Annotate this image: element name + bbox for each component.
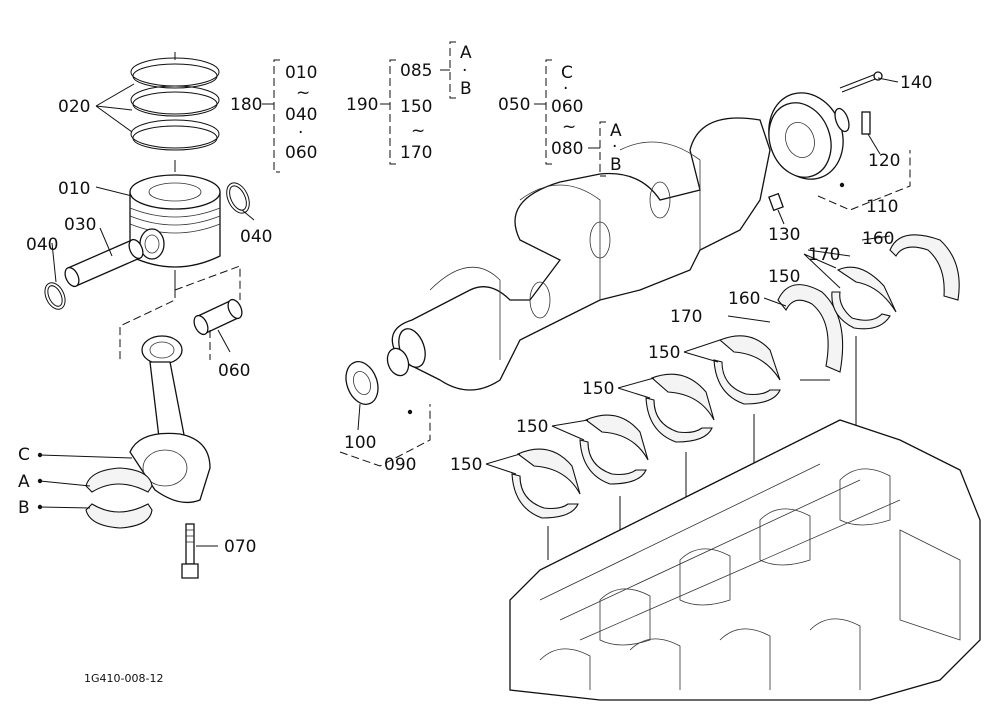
piston-pin	[64, 238, 144, 288]
piston-rings	[130, 52, 220, 172]
leader-lines	[39, 77, 899, 547]
label-main-bearing-3: 150	[582, 379, 614, 399]
label-rod-bolt: 070	[224, 537, 256, 557]
crank-front-gear	[345, 347, 410, 405]
label-bearing-mid: 150	[400, 97, 432, 117]
label-main-bearing-4: 150	[516, 417, 548, 437]
label-ring-size-3: 060	[285, 143, 317, 163]
piston	[129, 174, 221, 290]
piston-circlip-left	[44, 282, 66, 310]
label-pin: 030	[64, 215, 96, 235]
label-crank-080: 080	[551, 139, 583, 159]
label-crank-060: 060	[551, 97, 583, 117]
label-crank-tilde: ~	[562, 117, 576, 137]
label-bearing-tilde: ~	[411, 121, 425, 141]
label-bearing-grade-b: B	[460, 79, 472, 99]
label-main-bearing-5: 150	[450, 455, 482, 475]
label-crank-c: C	[561, 63, 573, 83]
label-key: 130	[768, 225, 800, 245]
kit-brackets	[262, 41, 606, 177]
label-ring-size-2: 040	[285, 105, 317, 125]
timing-gear	[768, 92, 850, 180]
label-bushing: 060	[218, 361, 250, 381]
rod-bolt	[181, 523, 199, 579]
dot-marker	[407, 409, 413, 415]
label-main-bearing-2: 150	[648, 343, 680, 363]
gear-bolt	[839, 71, 883, 93]
label-bearing-grade-a: A	[460, 43, 472, 63]
label-piston: 010	[58, 179, 90, 199]
dot-marker	[839, 182, 845, 188]
gear-group-bracket	[817, 150, 911, 211]
label-thrust-lower: 170	[808, 245, 840, 265]
label-bearing-bot: 170	[400, 143, 432, 163]
alignment-lines	[119, 265, 241, 360]
label-bearing-top: 085	[400, 61, 432, 81]
label-crank-grade-a: A	[610, 121, 622, 141]
label-circlip-right: 040	[240, 227, 272, 247]
main-bearings	[511, 266, 897, 519]
part-labels: 020 010 030 040 040 060 070 C A B 180 01…	[18, 43, 932, 685]
thrust-washers	[777, 234, 960, 373]
label-bearing-set: 190	[346, 95, 378, 115]
label-main-bearing-1: 150	[768, 267, 800, 287]
bearing-alignment-lines	[547, 336, 857, 560]
label-crank-set: 050	[498, 95, 530, 115]
rod-bearing-halves	[85, 467, 153, 529]
connecting-rod	[129, 335, 211, 504]
label-ring-size-1: 010	[285, 63, 317, 83]
label-circlip-left: 040	[26, 235, 58, 255]
label-bearing-grade-dot: ·	[462, 61, 467, 81]
small-end-bushing	[193, 298, 243, 336]
label-ring-set: 180	[230, 95, 262, 115]
label-marker-c: C	[18, 445, 30, 465]
cylinder-block	[509, 419, 981, 701]
figure-id: 1G410-008-12	[84, 672, 163, 685]
label-thrust-upper: 160	[862, 229, 894, 249]
gear-pin	[861, 111, 871, 135]
label-thrust-lower-2: 170	[670, 307, 702, 327]
label-front-assembly: 090	[384, 455, 416, 475]
label-gear-pin: 120	[868, 151, 900, 171]
label-thrust-upper-2: 160	[728, 289, 760, 309]
label-rings: 020	[58, 97, 90, 117]
label-crank-dot: ·	[563, 79, 568, 99]
label-ring-dot: ·	[298, 123, 303, 143]
piston-circlip-right	[226, 182, 250, 214]
rod-marker-dots	[37, 452, 43, 510]
label-front-gear: 100	[344, 433, 376, 453]
label-marker-b: B	[18, 498, 30, 518]
label-crank-grade-dot: ·	[612, 137, 617, 157]
label-gear-bolt: 140	[900, 73, 932, 93]
label-ring-tilde: ~	[296, 83, 310, 103]
label-crank-grade-b: B	[610, 155, 622, 175]
key	[768, 192, 784, 212]
label-gear-assembly: 110	[866, 197, 898, 217]
label-marker-a: A	[18, 472, 30, 492]
